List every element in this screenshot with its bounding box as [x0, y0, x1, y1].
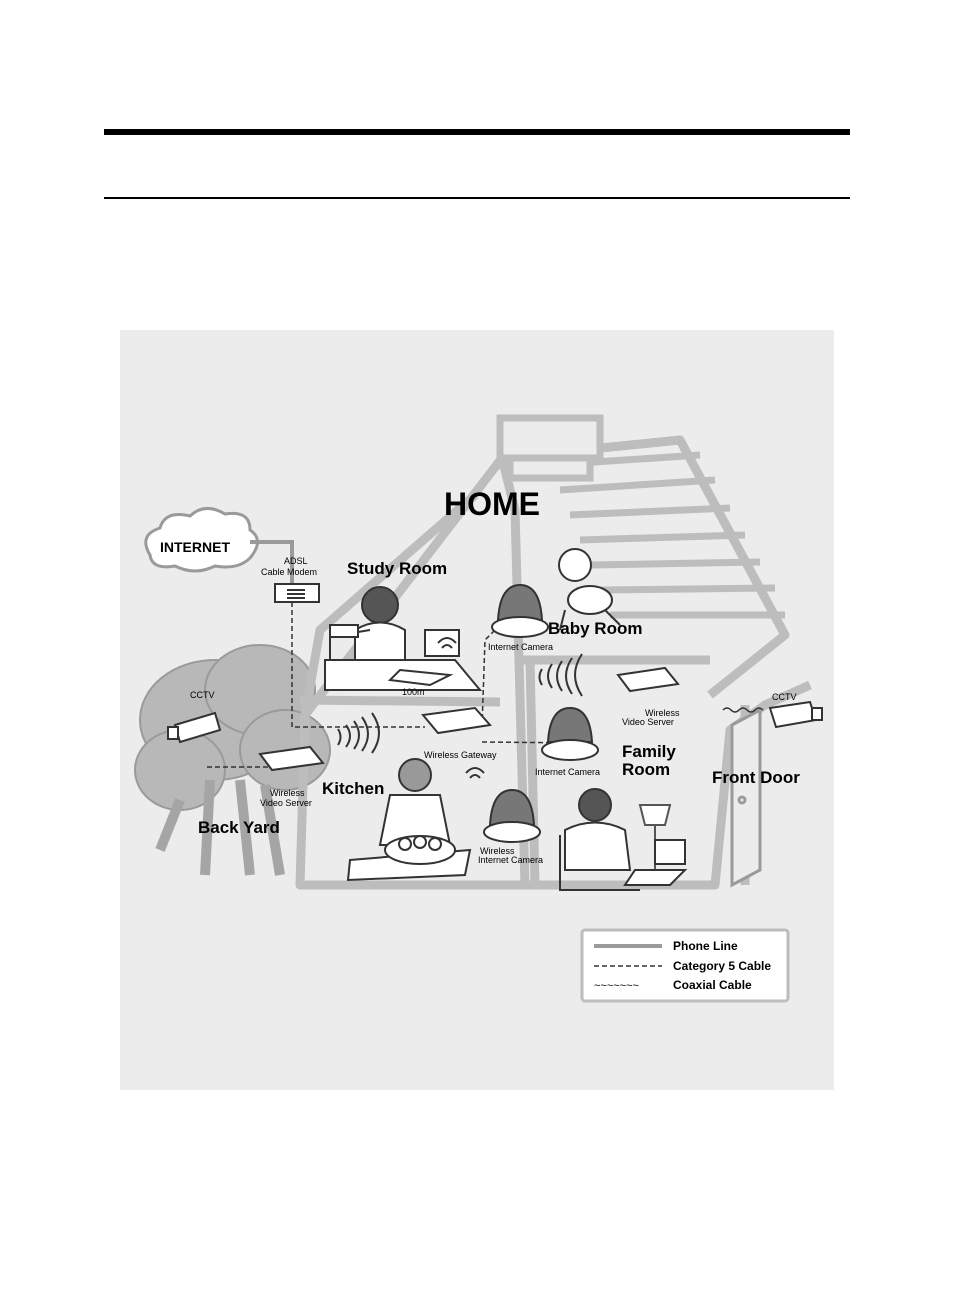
video-server-left-device: [258, 745, 325, 772]
legend-coax-label: Coaxial Cable: [673, 978, 752, 992]
front-door: [730, 707, 762, 888]
family-room-label-line1: Family: [622, 742, 676, 761]
study-room-label: Study Room: [347, 559, 447, 578]
legend-coax-swatch: ~~~~~~~: [594, 980, 639, 992]
wireless-gateway-device: [421, 706, 492, 735]
wireless-camera-label-line2: Internet Camera: [478, 855, 543, 865]
wireless-internet-camera-device: [483, 788, 541, 843]
video-server-right-device: [616, 666, 680, 693]
lamp: [638, 804, 672, 875]
family-room-label-line2: Room: [622, 760, 670, 779]
gateway-label: Wireless Gateway: [424, 750, 497, 760]
study-room-scene: [324, 586, 483, 691]
kitchen-scene: [346, 758, 472, 882]
back-yard-label: Back Yard: [198, 818, 280, 837]
family-room-scene: [559, 788, 688, 891]
baby-figure: [558, 548, 621, 631]
baby-room-camera-device: [491, 583, 549, 638]
chimney: [496, 414, 604, 482]
phone-line-path: [250, 540, 294, 583]
internet-cloud: [144, 507, 259, 573]
server-right-label-line2: Video Server: [622, 717, 674, 727]
header-rule-thin: [104, 197, 850, 199]
home-network-diagram: INTERNET ADSL Cable Modem Wireless Gatew…: [120, 330, 834, 1090]
baby-camera-label: Internet Camera: [488, 642, 553, 652]
legend-phone-label: Phone Line: [673, 939, 738, 953]
cctv-right-device: [768, 700, 823, 729]
cctv-left-label: CCTV: [190, 690, 215, 700]
adsl-modem-device: [274, 583, 320, 603]
baby-room-label: Baby Room: [548, 619, 642, 638]
wireless-camera-label-line1: Wireless: [480, 846, 515, 856]
modem-label-line1: ADSL: [284, 556, 308, 566]
header-rule-thick: [104, 129, 850, 135]
internet-label: INTERNET: [160, 539, 230, 555]
cctv-left-device: [167, 711, 222, 744]
server-left-label-line1: Wireless: [270, 788, 305, 798]
kitchen-label: Kitchen: [322, 779, 384, 798]
family-room-camera-device: [541, 706, 599, 761]
legend-box: ~~~~~~~ Phone Line Category 5 Cable Coax…: [580, 928, 790, 1003]
front-door-label: Front Door: [712, 768, 800, 787]
server-left-label-line2: Video Server: [260, 798, 312, 808]
wireless-waves: [337, 637, 583, 779]
house-outline: [295, 435, 812, 890]
home-title: HOME: [444, 486, 540, 522]
legend-cat5-label: Category 5 Cable: [673, 959, 771, 973]
diagram-svg: INTERNET ADSL Cable Modem Wireless Gatew…: [134, 414, 823, 1003]
modem-label-line2: Cable Modem: [261, 567, 317, 577]
cctv-right-label: CCTV: [772, 692, 797, 702]
coaxial-cable-path: [722, 707, 764, 713]
family-camera-label: Internet Camera: [535, 767, 600, 777]
server-right-label-line1: Wireless: [645, 708, 680, 718]
distance-label: 100m: [402, 687, 425, 697]
